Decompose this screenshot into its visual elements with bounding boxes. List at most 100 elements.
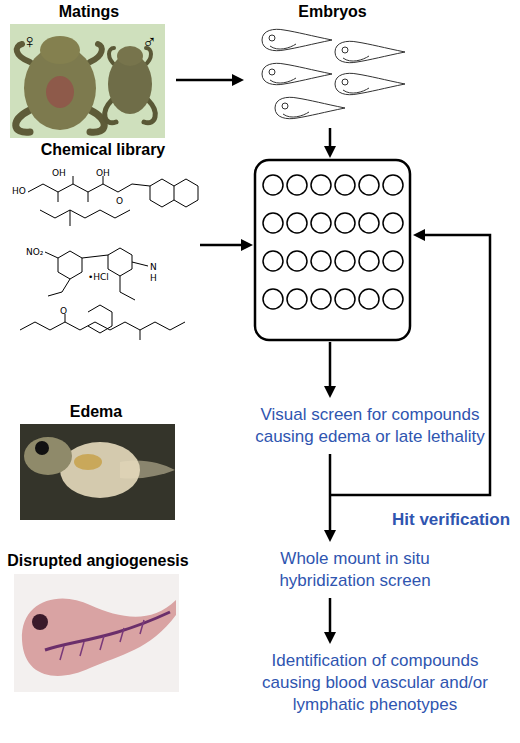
- well-plate-part: [335, 289, 355, 309]
- panel-heading: Embryos: [250, 2, 415, 22]
- chemical-structures-part: [40, 210, 130, 226]
- embryo-drawings-part: [335, 41, 405, 62]
- chemical-structures-part: [58, 251, 82, 279]
- edema-photo-part: [20, 424, 175, 520]
- panel-heading: Matings: [8, 2, 170, 22]
- atom-label: •HCl: [88, 272, 109, 282]
- arrow-head: [232, 74, 244, 86]
- well-plate-part: [383, 213, 403, 233]
- atom-label: HO: [12, 186, 26, 196]
- embryo-drawings: [262, 29, 405, 118]
- well-plate-part: [335, 251, 355, 271]
- atom-label: OH: [52, 168, 66, 178]
- image-panel: Edema: [12, 402, 180, 522]
- step-text: Visual screen for compounds causing edem…: [245, 404, 495, 448]
- embryo-drawings-part: [275, 97, 345, 118]
- frog-photo-part: [117, 46, 143, 66]
- embryo-drawings-part: [270, 44, 296, 49]
- angiogenesis-photo-part: [14, 574, 179, 692]
- well-plate-part: [383, 289, 403, 309]
- chemical-structures-part: [65, 314, 140, 340]
- flow-arrow-part: [329, 128, 332, 147]
- embryo-drawings-part: [262, 29, 332, 50]
- angiogenesis-photo-part: [32, 614, 48, 630]
- angiogenesis-photo-part: [22, 598, 176, 675]
- edema-photo: [20, 424, 175, 520]
- chemical-structures-part: [20, 322, 185, 330]
- embryo-drawings-part: [342, 79, 348, 85]
- chemical-structures-part: [88, 305, 112, 333]
- edema-photo-part: [60, 442, 140, 498]
- embryo-drawings-part: [282, 103, 288, 109]
- atom-label: NO₂: [26, 247, 43, 257]
- arrow-head-part: [324, 386, 336, 398]
- flow-arrow: [324, 454, 336, 542]
- arrow-head-part: [241, 239, 253, 251]
- well-plate-part: [311, 251, 331, 271]
- angiogenesis-photo-part: [45, 612, 170, 650]
- sex-symbol: ♂: [142, 30, 157, 52]
- well-plate-part: [359, 213, 379, 233]
- well-plate-part: [359, 175, 379, 195]
- chemical-structures-part: [108, 248, 132, 276]
- well-plate-part: [311, 289, 331, 309]
- edema-photo-part: [24, 437, 72, 475]
- arrow-line: [176, 79, 233, 82]
- arrow-head: [324, 632, 336, 644]
- well-plate-part: [311, 213, 331, 233]
- embryo-drawings-part: [343, 88, 369, 93]
- frog-photo-part: [10, 24, 165, 138]
- embryo-drawings-part: [335, 73, 405, 94]
- process-step: Whole mount in situ hybridization screen: [255, 548, 455, 592]
- arrow-head: [241, 146, 425, 398]
- panel-heading: Disrupted angiogenesis: [6, 551, 190, 571]
- atom-label: OH: [96, 168, 110, 178]
- well-plate-part: [287, 175, 307, 195]
- well-plate-part: [359, 289, 379, 309]
- embryo-drawings-part: [262, 63, 332, 84]
- frog-photo-part: [46, 76, 74, 108]
- embryo-drawings-part: [269, 35, 275, 41]
- atom-label: H: [150, 273, 157, 283]
- sex-symbol: ♀: [22, 30, 37, 52]
- step-text: Whole mount in situ hybridization screen: [255, 548, 455, 592]
- well-plate-part: [311, 175, 331, 195]
- chemical-structures-part: [150, 179, 174, 207]
- embryo-drawings-part: [335, 73, 405, 94]
- flow-arrow: [176, 74, 244, 86]
- arrow-head-part: [324, 146, 336, 158]
- chemical-structures-part: [28, 184, 132, 192]
- image-panel: Matings ♀ ♂: [8, 2, 170, 140]
- flow-arrow: [324, 598, 336, 644]
- embryo-drawings-part: [283, 112, 309, 117]
- embryo-drawings-part: [335, 41, 405, 62]
- flow-arrow-part: [329, 342, 332, 387]
- edema-photo-part: [35, 441, 49, 455]
- chemical-structures-part: [45, 252, 58, 258]
- process-step: Visual screen for compounds causing edem…: [245, 404, 495, 448]
- flow-arrow-part: [330, 235, 490, 495]
- well-plate-part: [263, 251, 283, 271]
- well-plate-part: [383, 251, 403, 271]
- well-plate-part: [263, 175, 283, 195]
- flow-arrow-part: [200, 244, 242, 247]
- edema-photo-part: [74, 454, 102, 470]
- panel-heading: Chemical library: [6, 140, 200, 160]
- well-plate: [255, 160, 410, 340]
- embryo-drawings-part: [270, 78, 296, 83]
- chemical-structures-part: [58, 176, 103, 202]
- panel-heading: Edema: [12, 402, 180, 422]
- arrow-head-part: [413, 229, 425, 241]
- chemical-structures-part: [174, 179, 198, 207]
- embryo-drawings-part: [342, 47, 348, 53]
- image-panel: Embryos: [250, 2, 415, 126]
- embryo-drawings-part: [262, 29, 332, 50]
- angiogenesis-photo: [14, 574, 179, 692]
- chemical-structures: [20, 176, 198, 340]
- frog-photo: [10, 24, 165, 138]
- embryo-drawings-part: [269, 69, 275, 75]
- embryo-drawings-part: [343, 56, 369, 61]
- arrow-line: [329, 598, 332, 633]
